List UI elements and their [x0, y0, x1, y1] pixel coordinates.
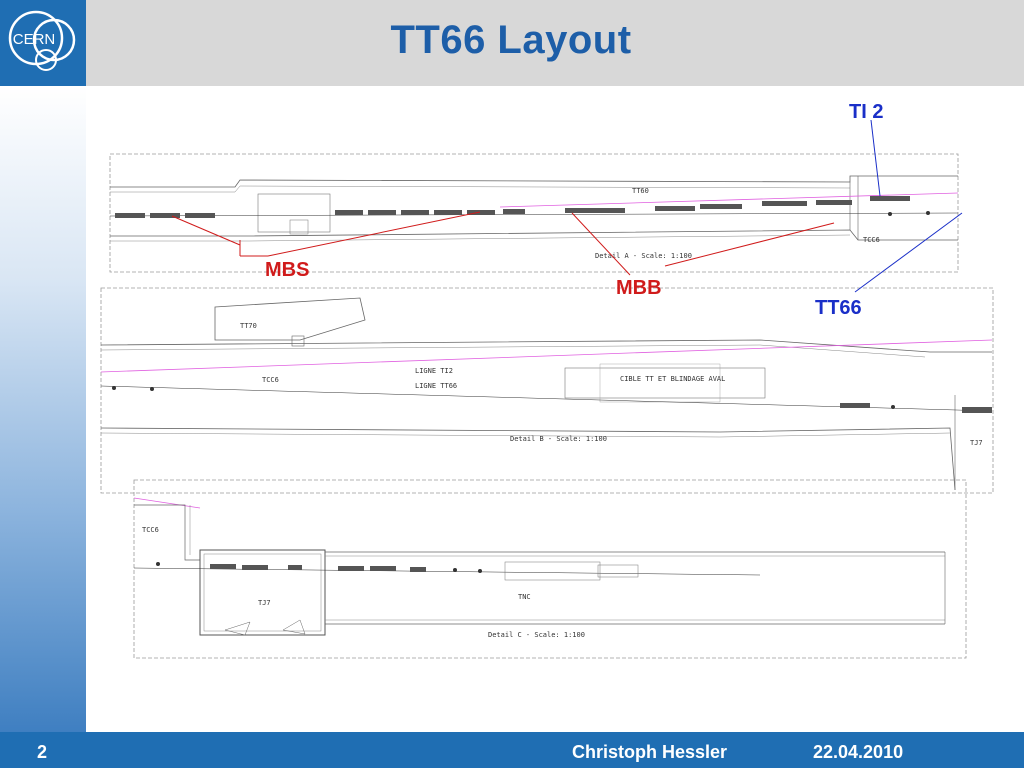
tt60-label: TT60: [632, 187, 649, 195]
page-number: 2: [37, 742, 48, 762]
tnc-label: TNC: [518, 593, 531, 601]
detail-c-panel: TCC6 TJ7 TNC Detail C - Scale: 1:100: [133, 479, 967, 659]
left-decor-bar: [0, 86, 86, 732]
detail-b-scale-label: Detail B - Scale: 1:100: [510, 435, 607, 443]
cern-logo: CERN: [0, 0, 86, 86]
detail-a-panel: TT60 TCC6 Detail A - Scale: 1:100: [109, 153, 959, 273]
tt66-callout-label: TT66: [815, 297, 862, 319]
callout-mbs: MBS: [171, 211, 481, 281]
callout-tt66: TT66: [815, 212, 963, 319]
detail-b-panel: TT70 TCC6 LIGNE TI2 LIGNE TT66 CIBLE TT …: [100, 287, 994, 494]
cible-label: CIBLE TT ET BLINDAGE AVAL: [620, 375, 725, 383]
mbb-label: MBB: [616, 277, 662, 299]
tj7-label-c: TJ7: [258, 599, 271, 607]
tj7-label-b: TJ7: [970, 439, 983, 447]
slide-footer: [0, 732, 1024, 768]
callout-ti2: TI 2: [849, 101, 883, 197]
detail-c-scale-label: Detail C - Scale: 1:100: [488, 631, 585, 639]
author-name: Christoph Hessler: [572, 742, 728, 762]
tcc6-label-a: TCC6: [863, 236, 880, 244]
slide-title: TT66 Layout: [390, 18, 632, 62]
ligne-tt66-label: LIGNE TT66: [415, 382, 457, 390]
cern-logo-icon: CERN: [8, 10, 76, 71]
tt70-label: TT70: [240, 322, 257, 330]
ti2-label: TI 2: [849, 101, 883, 123]
tcc6-label-c: TCC6: [142, 526, 159, 534]
cern-logo-text: CERN: [13, 31, 56, 48]
ligne-ti2-label: LIGNE TI2: [415, 367, 453, 375]
tcc6-label-b: TCC6: [262, 376, 279, 384]
detail-a-scale-label: Detail A - Scale: 1:100: [595, 252, 692, 260]
slide-header: [0, 0, 1024, 86]
mbs-label: MBS: [265, 259, 309, 281]
presentation-date: 22.04.2010: [813, 742, 904, 762]
callout-mbb: MBB: [571, 212, 835, 299]
